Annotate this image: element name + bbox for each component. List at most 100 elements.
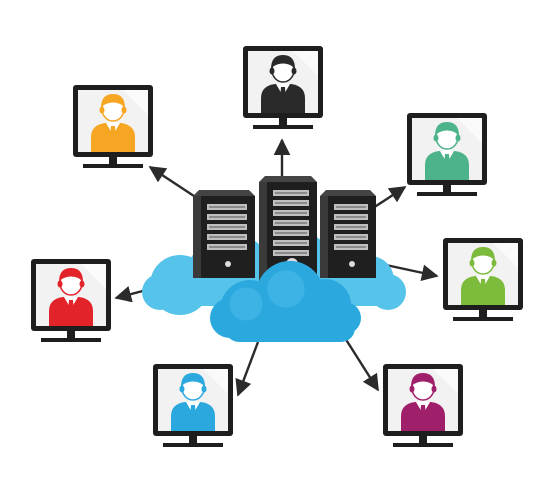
client-computers: [31, 46, 523, 447]
user-ear: [469, 259, 475, 267]
user-icon: [425, 122, 469, 180]
drive-bay-line: [336, 246, 366, 248]
monitor-neck: [109, 157, 117, 165]
client-right-monitor: [443, 238, 523, 321]
monitor-base-foot: [163, 443, 169, 447]
user-icon: [171, 373, 215, 431]
monitor-base-foot: [453, 317, 459, 321]
user-icon: [401, 373, 445, 431]
server-side: [193, 196, 201, 278]
arrow-upper-left: [148, 165, 201, 202]
user-ear: [79, 280, 85, 288]
monitor-base: [397, 443, 449, 447]
client-left-monitor: [31, 259, 111, 342]
user-hair: [411, 373, 435, 387]
monitor-base-foot: [83, 164, 89, 168]
monitor-base: [457, 317, 509, 321]
user-ear: [455, 134, 461, 142]
cloud-highlight: [229, 287, 263, 321]
monitor-neck: [189, 436, 197, 444]
screen-glare: [203, 369, 228, 394]
user-hair: [101, 94, 125, 108]
screen-glare: [493, 243, 518, 268]
arrow-bottom-left: [235, 341, 260, 397]
drive-bay-line: [209, 216, 245, 218]
user-ear: [291, 67, 297, 75]
cloud-highlight: [267, 270, 305, 308]
power-led: [349, 261, 355, 267]
monitor-base-foot: [471, 192, 477, 196]
client-bottom-left-monitor: [153, 364, 233, 447]
drive-bay-line: [209, 246, 245, 248]
user-icon: [261, 55, 305, 113]
monitor-base-foot: [307, 125, 313, 129]
screen-glare: [293, 51, 318, 76]
drive-bay-line: [275, 202, 307, 204]
client-bottom-right-monitor: [383, 364, 463, 447]
server-side: [320, 196, 328, 278]
user-ear: [121, 106, 127, 114]
monitor-base-foot: [393, 443, 399, 447]
power-led: [225, 261, 231, 267]
drive-bay-line: [275, 192, 307, 194]
monitor-base-foot: [217, 443, 223, 447]
cloud-front-base: [225, 312, 355, 342]
drive-bay-line: [275, 232, 307, 234]
client-upper-left-monitor: [73, 85, 153, 168]
server-right-icon: [320, 190, 376, 278]
monitor-base-foot: [41, 338, 47, 342]
user-tie: [444, 154, 450, 170]
user-hair: [435, 122, 459, 136]
monitor-neck: [443, 185, 451, 193]
drive-bay-line: [275, 222, 307, 224]
monitor-base-foot: [417, 192, 423, 196]
monitor-base-foot: [447, 443, 453, 447]
user-tie: [68, 300, 74, 316]
user-tie: [280, 87, 286, 103]
drive-bay-line: [275, 252, 307, 254]
monitor-neck: [279, 118, 287, 126]
user-ear: [99, 106, 105, 114]
user-tie: [110, 126, 116, 142]
monitor-base-foot: [137, 164, 143, 168]
monitor-base: [421, 192, 473, 196]
drive-bay-line: [336, 206, 366, 208]
monitor-base: [257, 125, 309, 129]
monitor-base: [87, 164, 139, 168]
server-rack: [193, 176, 376, 282]
screen-glare: [433, 369, 458, 394]
monitor-base: [45, 338, 97, 342]
user-icon: [49, 268, 93, 326]
monitor-neck: [479, 310, 487, 318]
monitor-base-foot: [95, 338, 101, 342]
client-upper-right-monitor: [407, 113, 487, 196]
user-ear: [57, 280, 63, 288]
user-ear: [269, 67, 275, 75]
server-top: [320, 190, 376, 196]
drive-bay-line: [209, 236, 245, 238]
user-ear: [433, 134, 439, 142]
drive-bay-line: [209, 206, 245, 208]
drive-bay-line: [275, 212, 307, 214]
user-ear: [491, 259, 497, 267]
user-hair: [59, 268, 83, 282]
user-ear: [431, 385, 437, 393]
monitor-neck: [419, 436, 427, 444]
user-ear: [179, 385, 185, 393]
client-top-monitor: [243, 46, 323, 129]
screen-glare: [123, 90, 148, 115]
server-top: [193, 190, 255, 196]
user-hair: [271, 55, 295, 69]
monitor-neck: [67, 331, 75, 339]
monitor-base-foot: [507, 317, 513, 321]
user-tie: [480, 279, 486, 295]
monitor-base-foot: [253, 125, 259, 129]
drive-bay-line: [209, 226, 245, 228]
arrow-bottom-right: [343, 337, 380, 392]
user-icon: [91, 94, 135, 152]
user-tie: [190, 405, 196, 421]
screen-glare: [457, 118, 482, 143]
server-side: [259, 182, 267, 282]
server-top: [259, 176, 317, 182]
user-hair: [181, 373, 205, 387]
